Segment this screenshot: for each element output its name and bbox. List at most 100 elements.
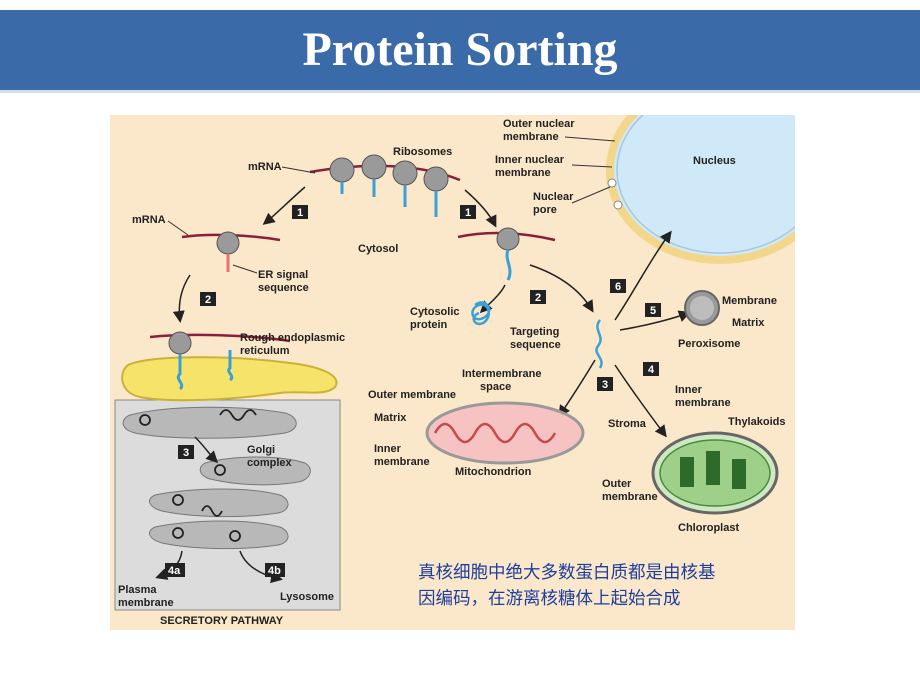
golgi-cisterna-2: [199, 456, 311, 486]
plasma-membrane-label-2: membrane: [118, 597, 174, 609]
er-signal-sequence-label-2: sequence: [258, 282, 309, 294]
thylakoids-label: Thylakoids: [728, 416, 785, 428]
step-1-left: 1: [297, 207, 303, 219]
stroma-label: Stroma: [608, 418, 647, 430]
peroxisome-matrix: [690, 296, 714, 320]
golgi-complex-label-2: complex: [247, 457, 293, 469]
golgi-protein-2: [201, 505, 223, 517]
arrow-to-left: [262, 186, 306, 225]
step-badge: [597, 377, 613, 391]
targeted-protein: [595, 319, 603, 369]
outer-nuclear-membrane-label-1: Outer nuclear: [503, 118, 575, 130]
lysosome-label: Lysosome: [280, 591, 334, 603]
protein-in-er-2: [227, 350, 234, 382]
golgi-cisterna-1: [122, 406, 297, 439]
step-badge: [178, 445, 194, 459]
chinese-note-line-1: 真核细胞中绝大多数蛋白质都是由核基: [418, 563, 716, 583]
arrow-to-targeting: [529, 264, 594, 313]
leader-line: [281, 166, 316, 174]
golgi-cisterna-3: [149, 488, 289, 518]
leader-line: [564, 136, 616, 142]
step-badge: [265, 563, 285, 577]
leader-line: [571, 164, 613, 168]
golgi-vesicle-1: [139, 414, 151, 426]
inner-nuclear-membrane-label-2: membrane: [495, 167, 551, 179]
arrow-to-right: [464, 189, 497, 228]
thylakoid-stacks: [680, 451, 746, 489]
nuclear-pore-label-1: Nuclear: [533, 191, 574, 203]
arrow-to-chloroplast: [614, 364, 667, 438]
golgi-vesicle-4: [172, 527, 184, 539]
nucleus-shape: [606, 115, 795, 264]
nuclear-pore-label-2: pore: [533, 204, 557, 216]
nuclear-pore: [607, 178, 617, 188]
ribosome-on-er: [168, 331, 192, 355]
ribosome: [496, 227, 520, 251]
mrna-on-er: [149, 333, 291, 343]
chinese-note-line-2: 因编码，在游离核糖体上起始合成: [418, 589, 681, 609]
ribosome: [216, 231, 240, 255]
golgi-vesicle-5: [229, 530, 241, 542]
targeting-sequence-label-2: sequence: [510, 339, 561, 351]
golgi-complex-label-1: Golgi: [247, 444, 275, 456]
step-badge: [292, 205, 308, 219]
arrow-to-mitochondrion: [558, 359, 596, 418]
er-signal-sequence-label-1: ER signal: [258, 269, 308, 281]
step-badge: [460, 205, 476, 219]
step-2-right: 2: [535, 292, 541, 304]
inner-membrane-mito-label-1: Inner: [374, 443, 402, 455]
protein-sorting-diagram: Nucleus Outer nuclear membrane Inner nuc…: [110, 115, 795, 630]
chinese-note: 真核细胞中绝大多数蛋白质都是由核基 因编码，在游离核糖体上起始合成: [418, 560, 798, 612]
step-4b: 4b: [268, 565, 281, 577]
arrow-to-lysosome: [239, 550, 283, 584]
step-4a: 4a: [168, 565, 181, 577]
golgi-vesicle-3: [172, 494, 184, 506]
step-badge: [610, 279, 626, 293]
mitochondrion-cristae: [433, 422, 557, 444]
golgi-cisterna-4: [149, 520, 289, 550]
step-badge: [165, 563, 185, 577]
mitochondrion-label: Mitochondrion: [455, 466, 532, 478]
outer-membrane-chloro-label-1: Outer: [602, 478, 632, 490]
mitochondrion-shape: [425, 401, 585, 465]
step-badge: [530, 290, 546, 304]
matrix-peroxisome-label: Matrix: [732, 317, 765, 329]
membrane-label: Membrane: [722, 295, 777, 307]
cytosol-label: Cytosol: [358, 243, 398, 255]
arrow-to-nucleus: [614, 230, 672, 321]
step-1-right: 1: [465, 207, 471, 219]
ribosome-cluster: [329, 154, 449, 217]
intermembrane-space-label-2: space: [480, 381, 511, 393]
step-badge: [645, 303, 661, 317]
nucleus-inner: [616, 115, 795, 254]
peroxisome-label: Peroxisome: [678, 338, 740, 350]
protein-into-er: [176, 354, 184, 391]
page-title: Protein Sorting: [302, 23, 618, 76]
matrix-mito-label: Matrix: [374, 412, 407, 424]
golgi-vesicle-2: [214, 464, 226, 476]
title-bar: Protein Sorting: [0, 10, 920, 93]
leader-line: [571, 186, 611, 204]
inner-membrane-mito-label-2: membrane: [374, 456, 430, 468]
leader-line: [232, 264, 258, 274]
step-3-golgi: 3: [183, 447, 189, 459]
ribosomes-label: Ribosomes: [393, 146, 452, 158]
inner-membrane-chloro-label-1: Inner: [675, 384, 703, 396]
cytosolic-protein-label-1: Cytosolic: [410, 306, 460, 318]
intermembrane-space-label-1: Intermembrane: [462, 368, 541, 380]
secretory-pathway-label: SECRETORY PATHWAY: [160, 615, 284, 627]
outer-membrane-chloro-label-2: membrane: [602, 491, 658, 503]
arrow-to-er: [172, 274, 191, 323]
step-badge: [643, 362, 659, 376]
step-badge: [200, 292, 216, 306]
rough-er-label-1: Rough endoplasmic: [240, 332, 345, 344]
inner-nuclear-membrane-label-1: Inner nuclear: [495, 154, 565, 166]
step-3-mito: 3: [602, 379, 608, 391]
step-5: 5: [650, 305, 656, 317]
chloroplast-label: Chloroplast: [678, 522, 739, 534]
step-6: 6: [615, 281, 621, 293]
step-2-left: 2: [205, 294, 211, 306]
inner-membrane-chloro-label-2: membrane: [675, 397, 731, 409]
cytosolic-protein-coil: [471, 301, 491, 326]
leader-line: [167, 220, 189, 236]
